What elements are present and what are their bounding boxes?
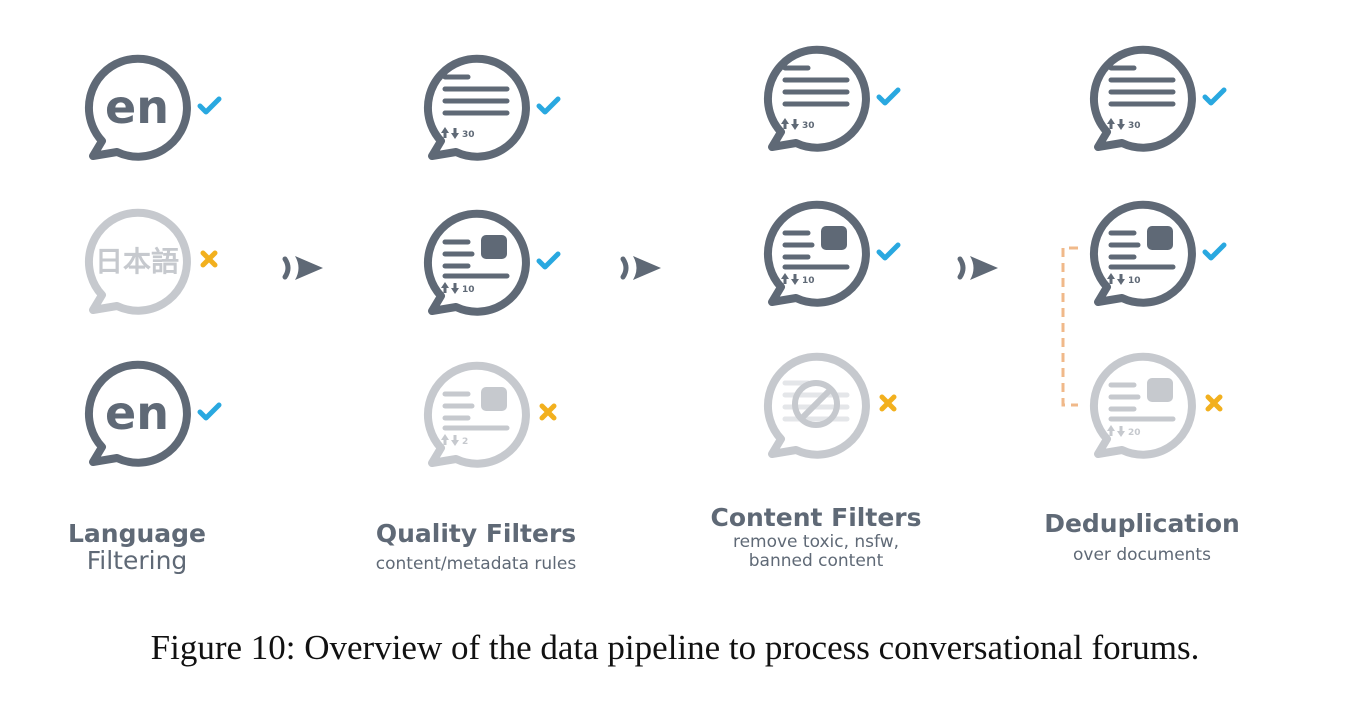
upvote-icon <box>441 282 449 293</box>
stages-layer: en 日本語 en 30 10 2 30 10 30 10 20 <box>84 45 1227 468</box>
stage-2-subtitle: content/metadata rules <box>376 554 577 574</box>
chat-bubble-icon <box>423 361 530 468</box>
labels-layer: Language Filtering Quality Filters conte… <box>68 503 1240 575</box>
language-code: en <box>105 386 169 440</box>
banned-slash <box>798 386 834 422</box>
chat-bubble-icon <box>1089 45 1196 152</box>
chat-bubble-icon <box>763 45 870 152</box>
stage-4-title: Deduplication <box>1044 509 1240 538</box>
stage-1-item-3: en <box>84 360 222 467</box>
figure-caption: Figure 10: Overview of the data pipeline… <box>150 628 1200 667</box>
stage-3-item-3 <box>763 352 897 459</box>
check-icon <box>876 242 901 261</box>
image-thumbnail-icon <box>481 387 507 411</box>
upvote-icon <box>441 127 449 138</box>
stage-4-item-3: 20 <box>1089 352 1223 459</box>
stage-4-item-1: 30 <box>1089 45 1227 152</box>
chat-bubble-icon <box>423 209 530 316</box>
stages.3.items.2.votes: 20 <box>1128 428 1141 438</box>
chat-bubble-icon <box>84 54 191 161</box>
pipeline-arrow-icon <box>282 256 323 280</box>
stages.1.items.2.votes: 2 <box>462 437 468 447</box>
stage-2-item-1: 30 <box>423 54 561 161</box>
cross-icon <box>200 250 218 268</box>
upvote-icon <box>781 273 789 284</box>
stage-4-subtitle: over documents <box>1073 545 1211 565</box>
chat-bubble-icon <box>423 54 530 161</box>
stage-1-title: Language <box>68 519 206 548</box>
image-thumbnail-icon <box>1147 226 1173 250</box>
downvote-icon <box>451 283 459 294</box>
image-thumbnail-icon <box>481 235 507 259</box>
pipeline-arrow-icon <box>957 256 998 280</box>
upvote-icon <box>1107 425 1115 436</box>
downvote-icon <box>791 274 799 285</box>
downvote-icon <box>1117 274 1125 285</box>
stage-3-item-1: 30 <box>763 45 901 152</box>
downvote-icon <box>791 119 799 130</box>
stage-2-title: Quality Filters <box>376 519 576 548</box>
stage-3-subtitle: remove toxic, nsfw, <box>733 532 899 552</box>
downvote-icon <box>451 128 459 139</box>
cross-icon <box>1205 394 1223 412</box>
arrows-layer <box>282 256 998 280</box>
chat-bubble-icon <box>1089 200 1196 307</box>
check-icon <box>197 96 222 115</box>
cross-icon <box>879 394 897 412</box>
stages.2.items.0.votes: 30 <box>802 121 815 131</box>
downvote-icon <box>451 435 459 446</box>
stage-1-item-1: en <box>84 54 222 161</box>
language-code: en <box>105 80 169 134</box>
stage-2-item-3: 2 <box>423 361 557 468</box>
check-icon <box>197 402 222 421</box>
upvote-icon <box>1107 118 1115 129</box>
chat-bubble-icon <box>1089 352 1196 459</box>
chat-bubble-icon <box>763 200 870 307</box>
stage-1-item-2: 日本語 <box>84 208 218 315</box>
stage-4-item-2: 10 <box>1089 200 1227 307</box>
stages.3.items.1.votes: 10 <box>1128 276 1141 286</box>
check-icon <box>536 96 561 115</box>
stage-2-item-2: 10 <box>423 209 561 316</box>
cross-icon <box>539 403 557 421</box>
language-code: 日本語 <box>95 245 179 278</box>
downvote-icon <box>1117 119 1125 130</box>
stages.1.items.1.votes: 10 <box>462 285 475 295</box>
stage-3-item-2: 10 <box>763 200 901 307</box>
check-icon <box>536 251 561 270</box>
image-thumbnail-icon <box>1147 378 1173 402</box>
upvote-icon <box>441 434 449 445</box>
image-thumbnail-icon <box>821 226 847 250</box>
banned-icon <box>792 380 840 428</box>
pipeline-arrow-icon <box>620 256 661 280</box>
stage-3-subtitle-line2: banned content <box>749 551 884 571</box>
stage-3-title: Content Filters <box>710 503 921 532</box>
upvote-icon <box>781 118 789 129</box>
stage-1-title-line2: Filtering <box>87 546 188 575</box>
chat-bubble-icon <box>84 208 191 315</box>
check-icon <box>1202 87 1227 106</box>
upvote-icon <box>1107 273 1115 284</box>
chat-bubble-icon <box>84 360 191 467</box>
check-icon <box>876 87 901 106</box>
stages.1.items.0.votes: 30 <box>462 130 475 140</box>
downvote-icon <box>1117 426 1125 437</box>
stages.3.items.0.votes: 30 <box>1128 121 1141 131</box>
stages.2.items.1.votes: 10 <box>802 276 815 286</box>
dedup-bracket <box>1061 246 1078 407</box>
check-icon <box>1202 242 1227 261</box>
